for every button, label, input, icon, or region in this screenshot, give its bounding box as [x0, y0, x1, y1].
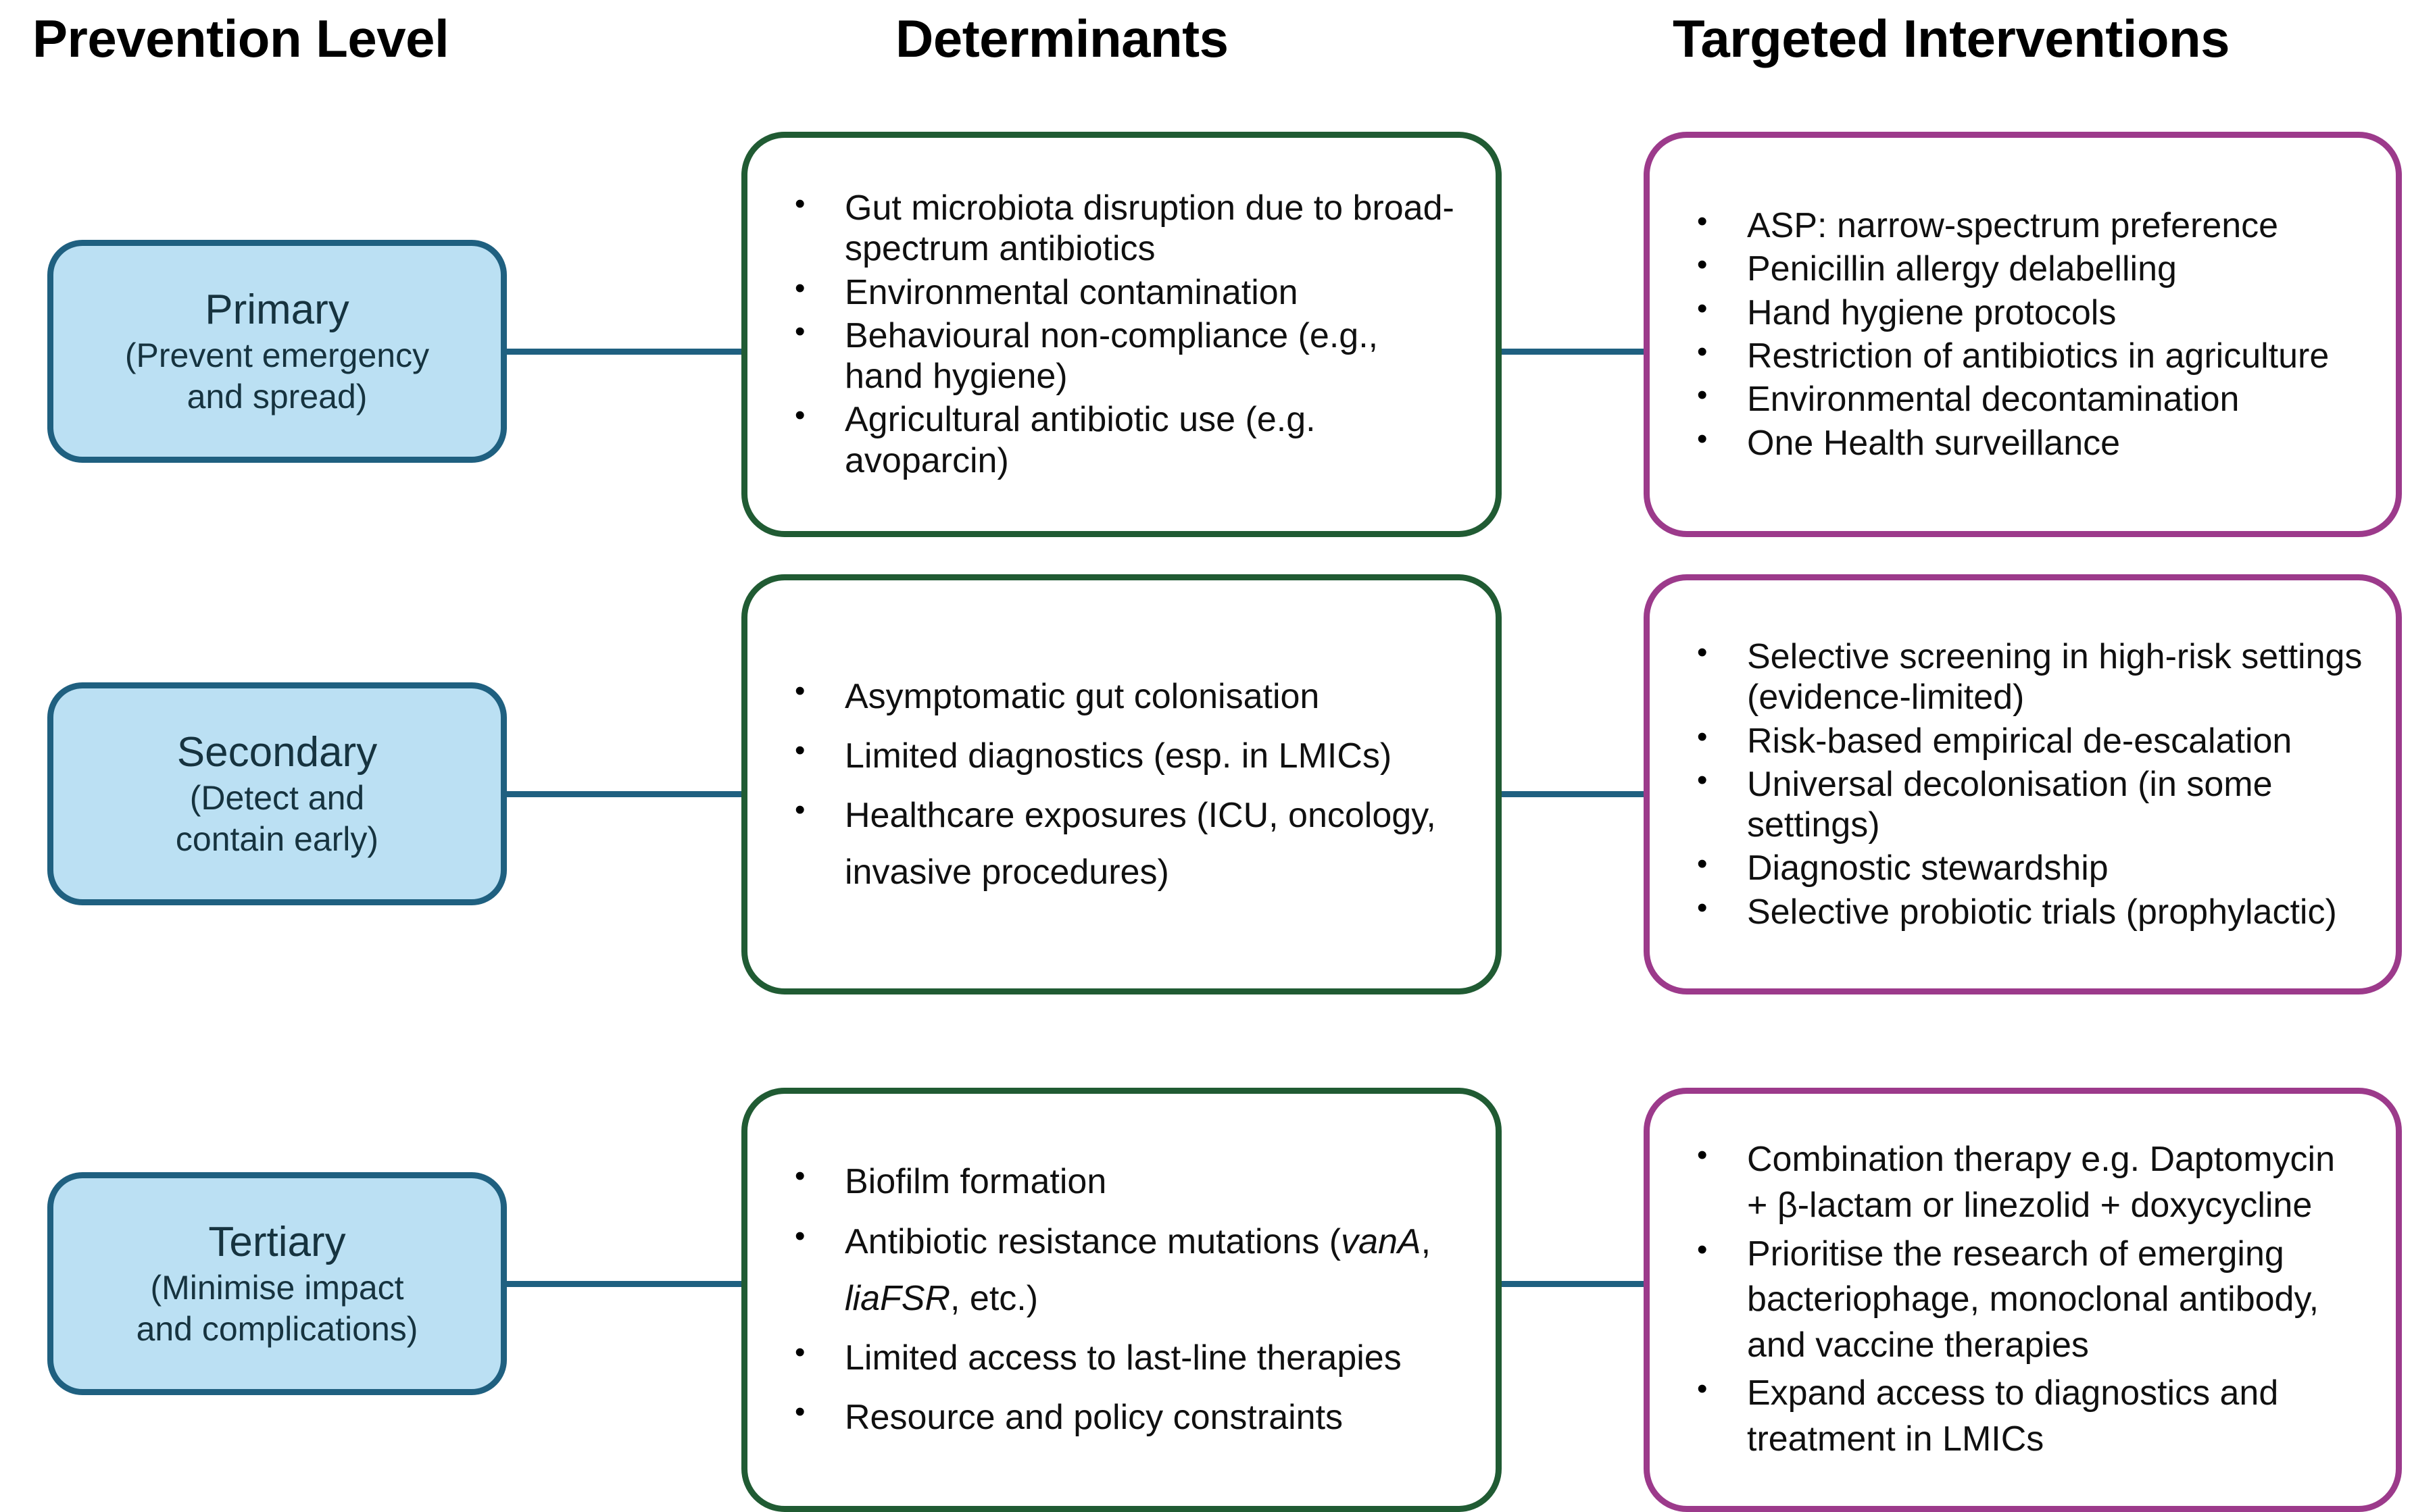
list-item: Expand access to diagnostics and treatme… — [1688, 1369, 2365, 1462]
list-item: Asymptomatic gut colonisation — [785, 667, 1465, 725]
list-item: Risk-based empirical de-escalation — [1688, 720, 2365, 761]
list-item: Resource and policy constraints — [785, 1388, 1465, 1446]
connector-determinants-to-interventions — [1498, 1281, 1648, 1287]
list-item: Agricultural antibiotic use (e.g. avopar… — [785, 398, 1465, 481]
determinants-box-primary[interactable]: Gut microbiota disruption due to broad-s… — [741, 132, 1502, 537]
list-item: Antibiotic resistance mutations (vanA, l… — [785, 1212, 1465, 1327]
list-item: Selective probiotic trials (prophylactic… — [1688, 890, 2365, 932]
level-box-tertiary[interactable]: Tertiary (Minimise impact and complicati… — [47, 1172, 507, 1395]
connector-determinants-to-interventions — [1498, 349, 1648, 355]
level-subtitle-line-1: (Prevent emergency — [124, 336, 430, 374]
header-determinants: Determinants — [895, 9, 1229, 68]
list-item: Limited diagnostics (esp. in LMICs) — [785, 726, 1465, 784]
connector-level-to-determinants — [503, 1281, 745, 1287]
column-headers: Prevention Level Determinants Targeted I… — [0, 0, 2412, 101]
list-item: Environmental decontamination — [1688, 378, 2365, 420]
diagram-rows: Primary (Prevent emergency and spread) G… — [0, 101, 2412, 1512]
level-title: Tertiary — [208, 1219, 346, 1266]
determinants-list: Biofilm formation Antibiotic resistance … — [747, 1152, 1496, 1446]
level-box-primary[interactable]: Primary (Prevent emergency and spread) — [47, 240, 507, 463]
level-title: Secondary — [176, 729, 378, 776]
level-title: Primary — [205, 286, 349, 334]
determinants-list: Gut microbiota disruption due to broad-s… — [747, 186, 1496, 481]
list-item: Behavioural non-compliance (e.g., hand h… — [785, 314, 1465, 397]
determinants-list: Asymptomatic gut colonisation Limited di… — [747, 667, 1496, 901]
list-item: Penicillin allergy delabelling — [1688, 247, 2365, 289]
list-item: Environmental contamination — [785, 271, 1465, 313]
list-item: Gut microbiota disruption due to broad-s… — [785, 186, 1465, 270]
connector-level-to-determinants — [503, 349, 745, 355]
row-tertiary: Tertiary (Minimise impact and complicati… — [0, 1027, 2412, 1512]
row-primary: Primary (Prevent emergency and spread) G… — [0, 118, 2412, 551]
determinants-box-tertiary[interactable]: Biofilm formation Antibiotic resistance … — [741, 1088, 1502, 1512]
level-subtitle-line-1: (Detect and — [189, 778, 365, 817]
determinants-box-secondary[interactable]: Asymptomatic gut colonisation Limited di… — [741, 574, 1502, 994]
interventions-list: Selective screening in high-risk setting… — [1650, 635, 2396, 932]
list-item: Limited access to last-line therapies — [785, 1328, 1465, 1386]
level-box-secondary[interactable]: Secondary (Detect and contain early) — [47, 682, 507, 905]
connector-determinants-to-interventions — [1498, 791, 1648, 797]
level-subtitle-line-2: and complications) — [136, 1309, 418, 1348]
list-item: Prioritise the research of emerging bact… — [1688, 1230, 2365, 1369]
header-prevention-level: Prevention Level — [32, 9, 449, 68]
list-item: Hand hygiene protocols — [1688, 291, 2365, 333]
list-item: ASP: narrow-spectrum preference — [1688, 204, 2365, 246]
list-item: Restriction of antibiotics in agricultur… — [1688, 334, 2365, 376]
level-subtitle-line-2: contain early) — [175, 820, 379, 858]
connector-level-to-determinants — [503, 791, 745, 797]
level-subtitle-line-2: and spread) — [187, 377, 368, 415]
interventions-box-secondary[interactable]: Selective screening in high-risk setting… — [1644, 574, 2402, 994]
interventions-box-tertiary[interactable]: Combination therapy e.g. Daptomycin + β-… — [1644, 1088, 2402, 1512]
header-targeted-interventions: Targeted Interventions — [1673, 9, 2230, 68]
list-item: Biofilm formation — [785, 1152, 1465, 1210]
list-item: Healthcare exposures (ICU, oncology, inv… — [785, 786, 1465, 901]
interventions-list: ASP: narrow-spectrum preference Penicill… — [1650, 204, 2396, 463]
list-item: Universal decolonisation (in some settin… — [1688, 763, 2365, 846]
list-item: Diagnostic stewardship — [1688, 847, 2365, 888]
list-item: One Health surveillance — [1688, 422, 2365, 463]
interventions-box-primary[interactable]: ASP: narrow-spectrum preference Penicill… — [1644, 132, 2402, 537]
interventions-list: Combination therapy e.g. Daptomycin + β-… — [1650, 1136, 2396, 1462]
level-subtitle-line-1: (Minimise impact — [150, 1268, 404, 1307]
row-secondary: Secondary (Detect and contain early) Asy… — [0, 574, 2412, 1007]
list-item: Combination therapy e.g. Daptomycin + β-… — [1688, 1136, 2365, 1228]
list-item: Selective screening in high-risk setting… — [1688, 635, 2365, 718]
